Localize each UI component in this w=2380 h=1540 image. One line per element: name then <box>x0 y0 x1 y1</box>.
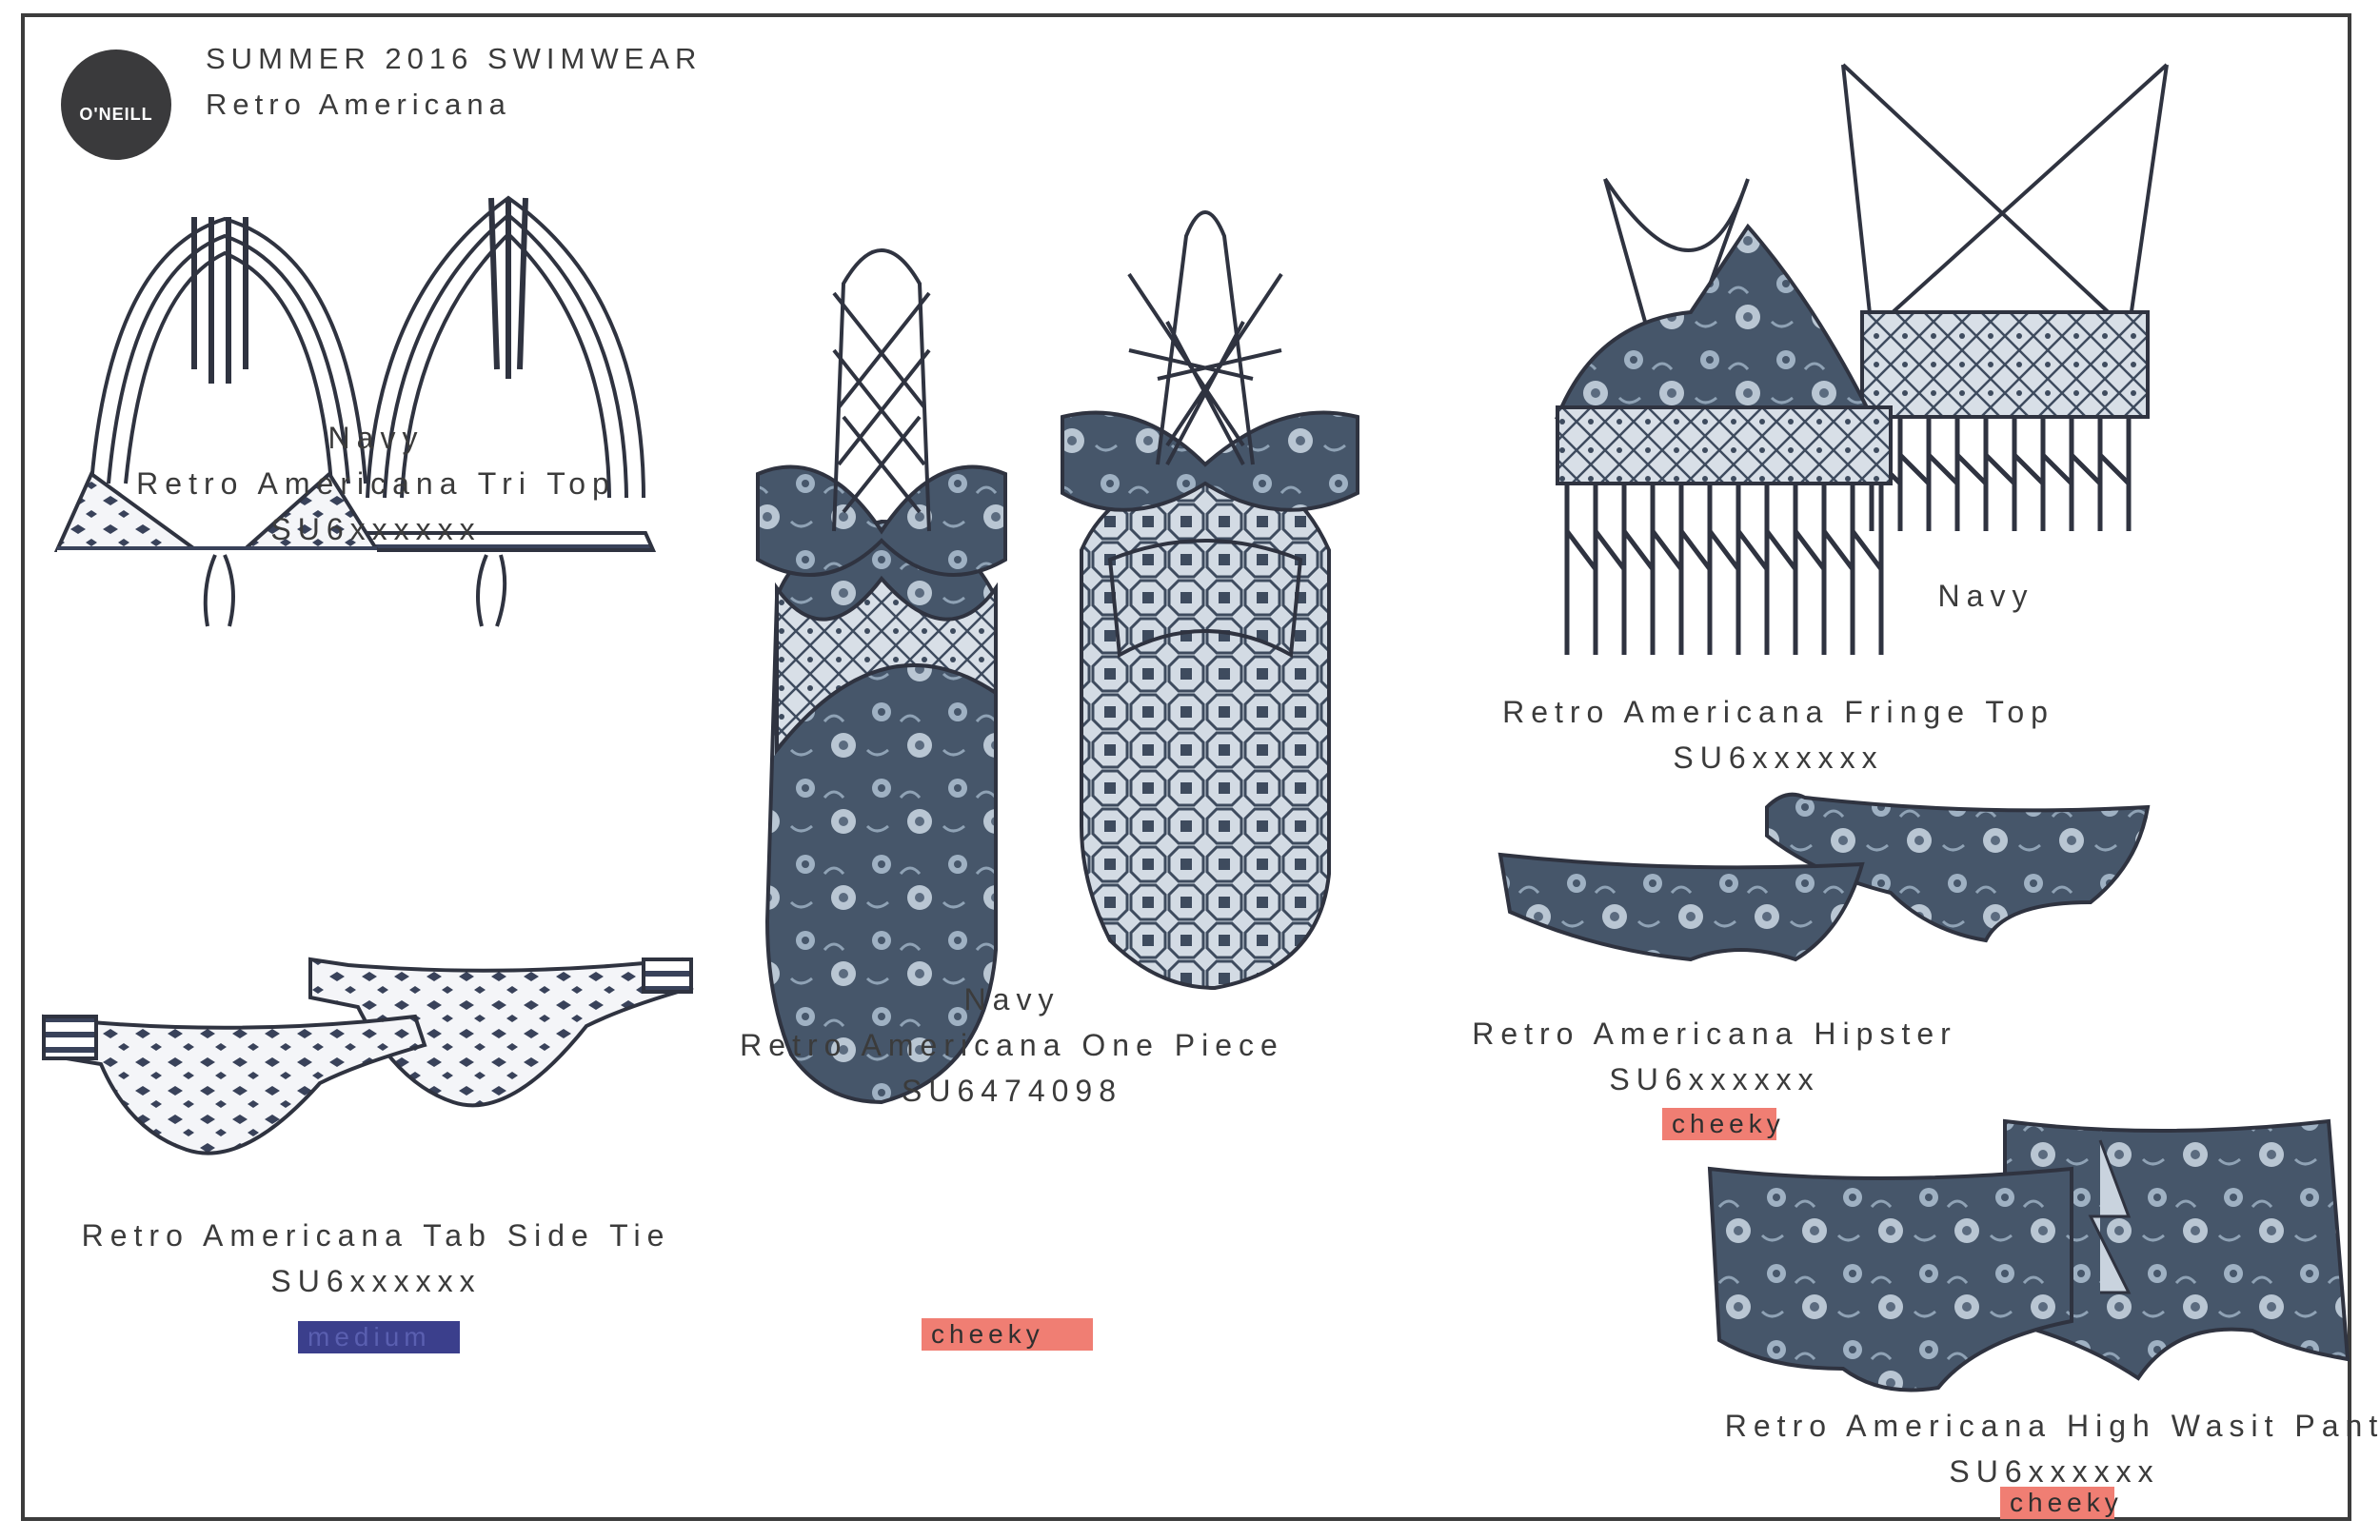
season-title: SUMMER 2016 SWIMWEAR <box>206 42 703 75</box>
line-sheet: O'NEILL SUMMER 2016 SWIMWEAR Retro Ameri… <box>21 13 2377 1521</box>
high-waist-fit-badge: cheeky <box>2000 1487 2118 1519</box>
fringe-top-illustration <box>1555 63 2169 655</box>
brand-logo-text: O'NEILL <box>79 105 153 124</box>
one-piece-front <box>756 248 1007 1105</box>
hipster-name: Retro Americana Hipster <box>1472 1017 1957 1051</box>
fringe-top-color: Navy <box>1937 579 2034 613</box>
one-piece-code: SU6474098 <box>901 1074 1123 1108</box>
tab-side-tie-code: SU6xxxxxx <box>270 1264 482 1298</box>
collection-title: Retro Americana <box>206 88 511 121</box>
hipster-code: SU6xxxxxx <box>1609 1062 1820 1096</box>
tri-top-back <box>354 195 657 627</box>
tri-top-name: Retro Americana Tri Top <box>136 466 616 501</box>
tri-top-illustration <box>53 195 657 627</box>
one-piece-fit-badge: cheeky <box>922 1318 1093 1351</box>
fringe-top-name: Retro Americana Fringe Top <box>1502 695 2054 729</box>
one-piece-name: Retro Americana One Piece <box>740 1028 1284 1062</box>
high-waist-illustration <box>1707 1118 2350 1392</box>
fringe-top-code: SU6xxxxxx <box>1673 740 1884 775</box>
tab-side-tie-fit-badge: medium <box>298 1321 460 1353</box>
one-piece-illustration <box>756 210 1359 1105</box>
hipster-fit-badge: cheeky <box>1662 1108 1780 1140</box>
one-piece-back <box>1061 210 1359 991</box>
high-waist-code: SU6xxxxxx <box>1949 1454 2160 1489</box>
tri-top-code: SU6xxxxxx <box>270 512 482 546</box>
high-waist-name: Retro Americana High Wasit Pant <box>1724 1409 2380 1443</box>
tab-side-tie-illustration <box>42 957 694 1155</box>
tri-top-front <box>53 216 381 627</box>
hipster-illustration <box>1497 792 2151 962</box>
tab-side-tie-name: Retro Americana Tab Side Tie <box>81 1218 671 1253</box>
one-piece-color: Navy <box>963 982 1061 1017</box>
tri-top-color: Navy <box>327 421 425 455</box>
brand-logo: O'NEILL <box>61 49 171 160</box>
